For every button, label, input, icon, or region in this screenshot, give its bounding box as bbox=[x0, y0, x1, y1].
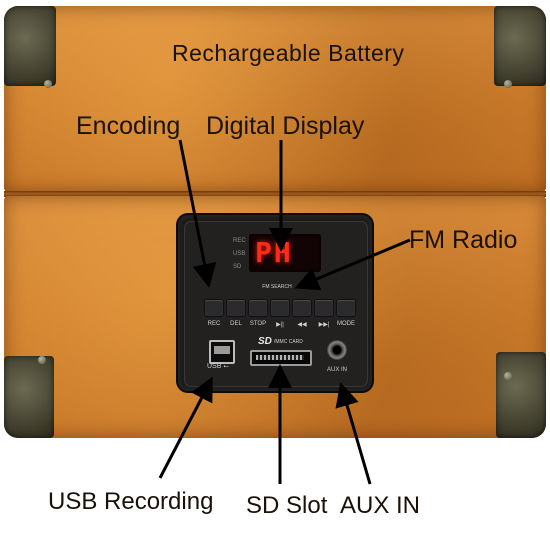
indicator-rec: REC bbox=[233, 238, 246, 244]
prev-button[interactable] bbox=[315, 300, 333, 316]
mode-label: MODE bbox=[337, 321, 355, 327]
indicator-usb: USB bbox=[233, 251, 246, 257]
next-label: ▶▶| bbox=[318, 322, 330, 328]
play-pause-label: ▶|| bbox=[276, 322, 284, 328]
sd-logo: SD bbox=[258, 336, 272, 347]
rec-label: REC bbox=[207, 321, 221, 327]
callout-encoding: Encoding bbox=[76, 112, 181, 140]
stop-button[interactable] bbox=[249, 300, 267, 316]
stop-label: STOP bbox=[249, 321, 267, 327]
next-button[interactable] bbox=[337, 300, 355, 316]
callout-fm-radio: FM Radio bbox=[409, 226, 518, 254]
display-readout: PH bbox=[255, 236, 293, 269]
case-seam bbox=[4, 191, 546, 197]
fm-search-button[interactable] bbox=[271, 300, 289, 316]
play-pause-button[interactable] bbox=[293, 300, 311, 316]
usb-port[interactable] bbox=[209, 340, 235, 364]
callout-usb-recording: USB Recording bbox=[48, 488, 214, 515]
corner-protector-top-left bbox=[4, 6, 56, 88]
callout-digital-display: Digital Display bbox=[206, 112, 365, 140]
del-label: DEL bbox=[230, 321, 242, 327]
corner-protector-bottom-right bbox=[496, 352, 546, 438]
case-lid bbox=[4, 6, 546, 192]
fm-search-label: FM SEARCH bbox=[262, 284, 292, 290]
aux-in-jack[interactable] bbox=[327, 340, 347, 360]
corner-protector-bottom-left bbox=[4, 356, 54, 438]
prev-label: ◀◀ bbox=[297, 322, 307, 328]
aux-in-label: AUX IN bbox=[327, 367, 348, 373]
digital-display: PH bbox=[249, 234, 321, 272]
callout-aux-in: AUX IN bbox=[340, 492, 421, 519]
sd-card-label: /MMC CARD bbox=[274, 339, 303, 345]
callout-rechargeable-battery: Rechargeable Battery bbox=[172, 40, 405, 66]
corner-protector-top-right bbox=[494, 6, 546, 88]
rec-button[interactable] bbox=[205, 300, 223, 316]
callout-sd-slot: SD Slot bbox=[246, 492, 328, 519]
sd-card-slot[interactable] bbox=[250, 350, 312, 366]
indicator-sd: SD bbox=[233, 264, 242, 270]
usb-port-label: USB ⭠ bbox=[207, 363, 229, 370]
del-button[interactable] bbox=[227, 300, 245, 316]
